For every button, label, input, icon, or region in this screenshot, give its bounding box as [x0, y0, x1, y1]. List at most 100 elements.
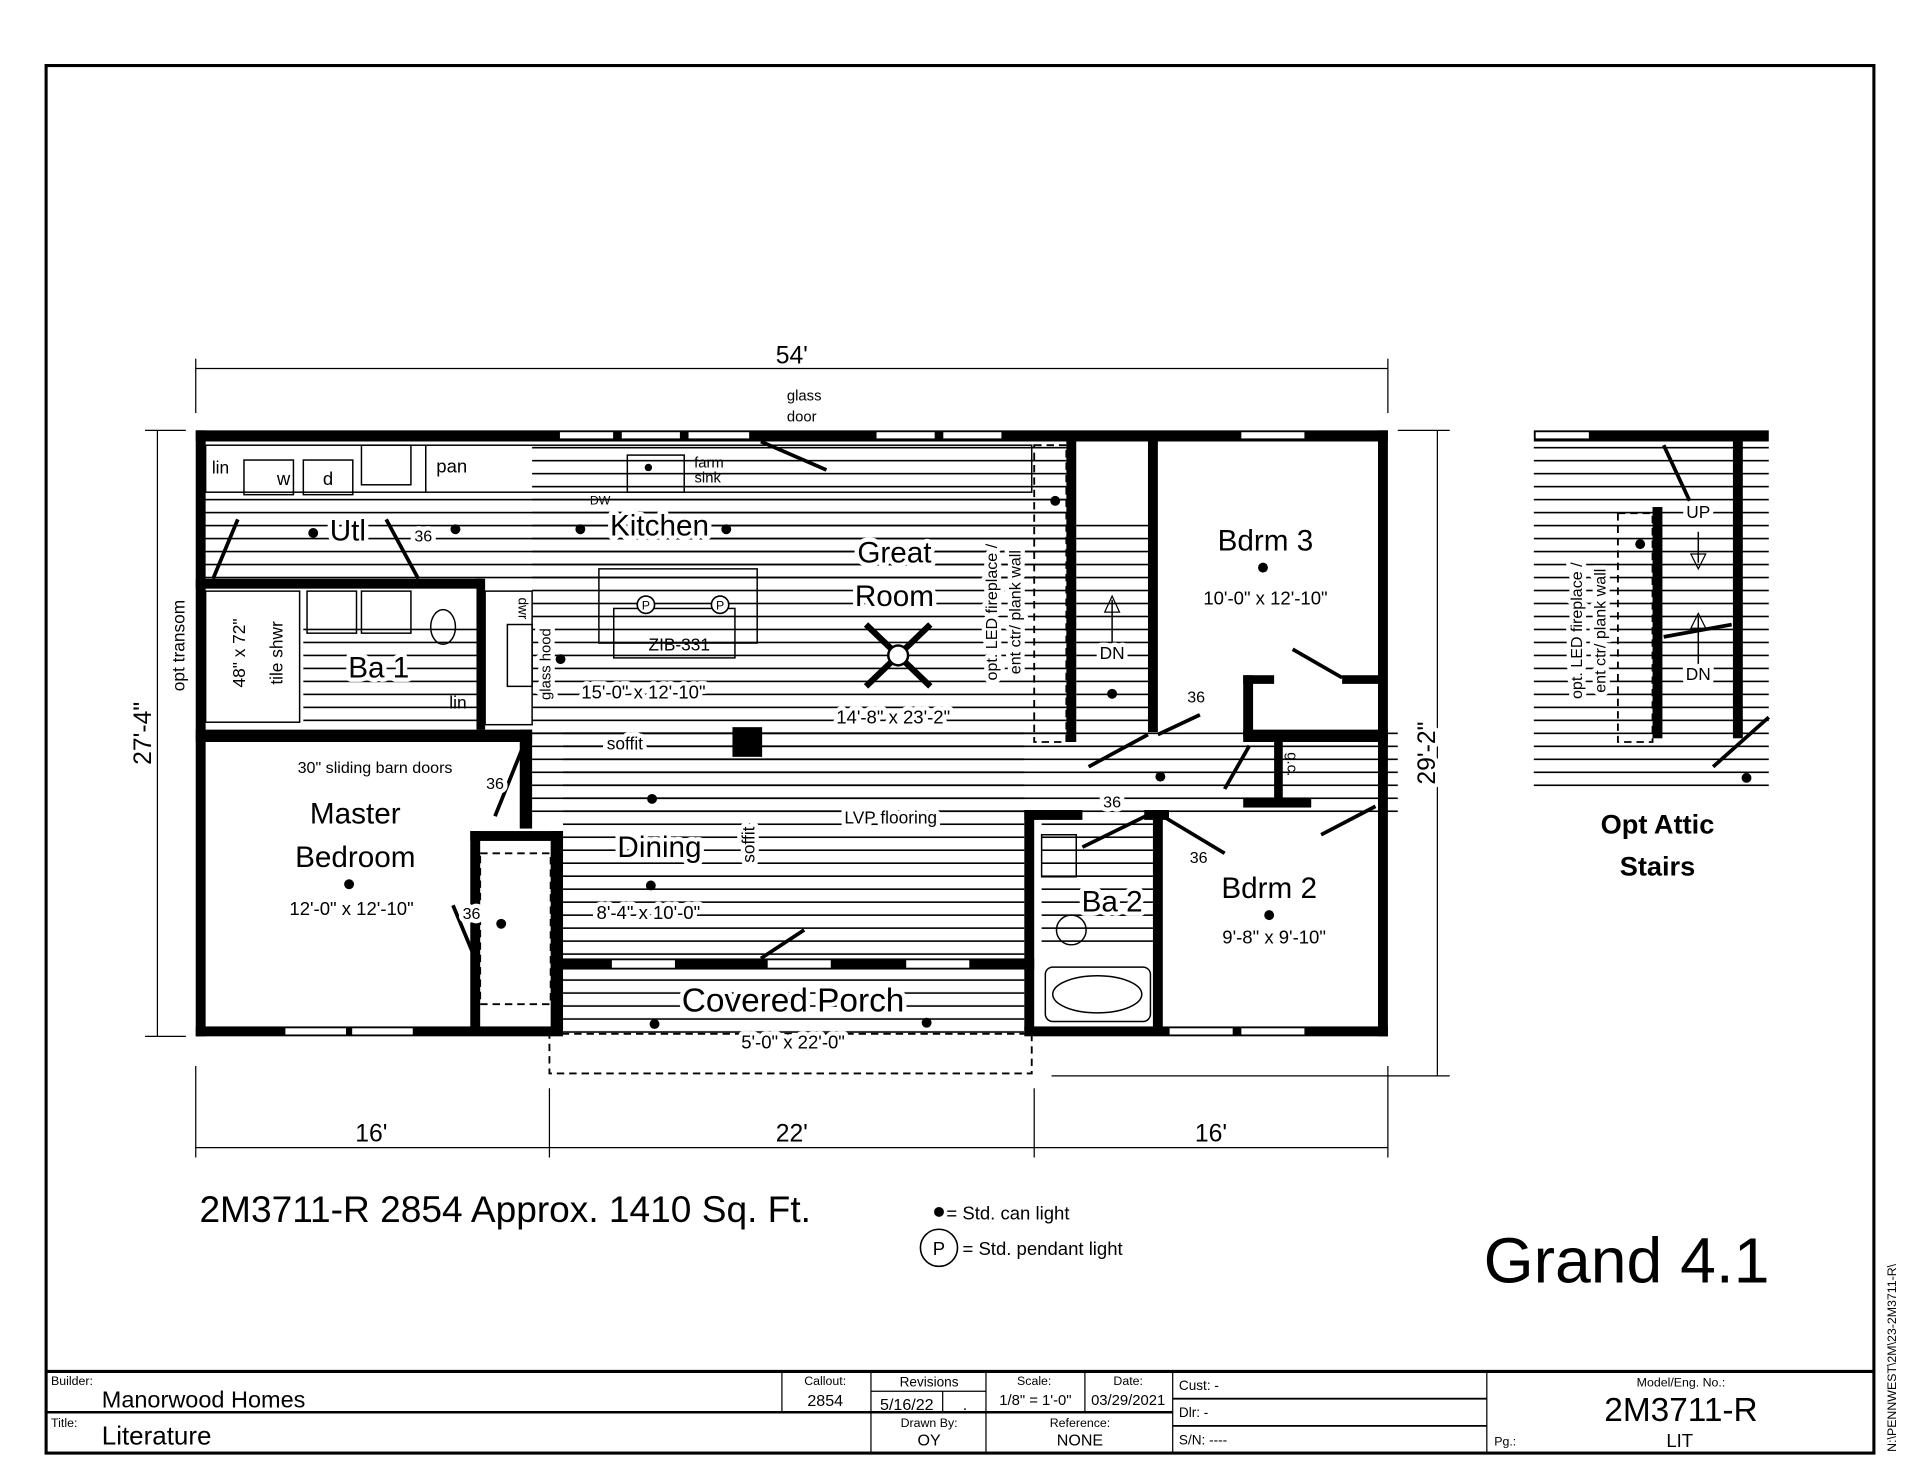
drawer-label: dwr — [516, 597, 531, 619]
can-light-legend-icon — [934, 1206, 944, 1217]
dim-bottom-right: 16' — [1195, 1120, 1227, 1147]
revision-value: 5/16/22 — [880, 1396, 934, 1414]
room-great-room: Great — [857, 537, 932, 570]
attic-fireplace-label: opt. LED fireplace / — [1568, 562, 1586, 699]
room-labels: Utl Kitchen 15'-0" x 12'-10" Great Room … — [285, 505, 1332, 1057]
lin-label: lin — [449, 693, 466, 713]
attic-dn-label: DN — [1686, 664, 1711, 684]
fireplace-label: ent ctr/ plank wall — [1007, 550, 1025, 674]
title-block: Builder: Manorwood Homes Title: Literatu… — [46, 1369, 1874, 1454]
dim-bottom-middle: 22' — [776, 1120, 808, 1147]
lvp-flooring-label: LVP flooring — [844, 808, 937, 828]
date-value: 03/29/2021 — [1091, 1393, 1165, 1409]
dryer-label: d — [323, 468, 333, 489]
title-value: Literature — [102, 1420, 212, 1450]
dim-bottom-left: 16' — [355, 1120, 387, 1147]
can-light-legend: = Std. can light — [946, 1202, 1070, 1223]
stairs-dn-label: DN — [1100, 643, 1125, 663]
room-master-bedroom: Bedroom — [295, 841, 415, 874]
fixtures — [204, 444, 1707, 1075]
room-ba2: Ba 2 — [1082, 885, 1143, 918]
shower-label: 48" x 72" — [229, 618, 249, 687]
shower-label: tile shwr — [266, 621, 286, 685]
builder-label: Builder: — [51, 1374, 93, 1388]
kitchen-size: 15'-0" x 12'-10" — [581, 682, 705, 703]
can-light-icons — [308, 495, 1752, 1029]
gc-label: g.c. — [1284, 752, 1300, 776]
great-room-size: 14'-8" x 23'-2" — [836, 706, 950, 727]
pendant-light-legend-icon — [919, 1228, 959, 1268]
soffit-label: soffit — [607, 733, 643, 753]
opt-attic-stairs: UP DN opt. LED fireplace / ent ctr/ plan… — [1564, 498, 1715, 882]
bdrm2-size: 9'-8" x 9'-10" — [1222, 927, 1326, 948]
room-master-bedroom: Master — [310, 798, 401, 831]
lin-label: lin — [212, 458, 229, 478]
pendant-light-icons: P P — [636, 595, 730, 615]
room-kitchen: Kitchen — [610, 509, 709, 542]
dlr-field: Dlr: - — [1179, 1405, 1208, 1420]
revisions-label: Revisions — [900, 1374, 959, 1389]
dim-depth-right: 29'-2" — [1414, 722, 1441, 785]
reference-label: Reference: — [1050, 1416, 1110, 1430]
model-label: Model/Eng. No.: — [1637, 1375, 1726, 1389]
door-swings — [211, 439, 1771, 966]
dim-overall-width: 54' — [776, 343, 808, 370]
bdrm3-size: 10'-0" x 12'-10" — [1203, 588, 1327, 609]
farm-sink-label: sink — [695, 470, 722, 486]
glass-door-label: door — [787, 410, 817, 426]
farm-sink-label: farm — [694, 455, 724, 471]
callout-value: 2854 — [807, 1392, 843, 1410]
model-value: 2M3711-R — [1604, 1392, 1757, 1429]
callout-label: Callout: — [804, 1374, 846, 1388]
room-ba1: Ba 1 — [348, 652, 409, 685]
door-size-label: 36 — [1190, 849, 1208, 867]
washer-label: w — [276, 468, 291, 489]
revision-value-2: . — [963, 1396, 967, 1414]
attic-title: Opt Attic — [1601, 809, 1715, 840]
fireplace-label: opt. LED fireplace / — [983, 543, 1001, 680]
island-label: ZIB-331 — [649, 634, 711, 654]
scale-value: 1/8" = 1'-0" — [999, 1393, 1071, 1409]
date-label: Date: — [1113, 1374, 1143, 1388]
door-size-label: 36 — [1187, 688, 1205, 706]
model-name: Grand 4.1 — [1484, 1224, 1770, 1296]
pendant-label: P — [642, 599, 650, 613]
pantry-label: pan — [436, 455, 467, 476]
pendant-label: P — [716, 599, 724, 613]
room-utl: Utl — [330, 514, 366, 547]
sheet-border — [44, 63, 1876, 1455]
dim-depth-left: 27'-4" — [130, 702, 157, 765]
pendant-light-legend: = Std. pendant light — [962, 1238, 1123, 1259]
barn-doors-label: 30" sliding barn doors — [298, 759, 453, 777]
drawn-by-label: Drawn By: — [901, 1416, 958, 1430]
room-great-room: Room — [855, 580, 934, 613]
attic-fireplace-label: ent ctr/ plank wall — [1592, 569, 1610, 693]
glass-hood-label: glass hood — [539, 628, 555, 700]
cust-field: Cust: - — [1179, 1378, 1219, 1393]
scale-label: Scale: — [1017, 1374, 1051, 1388]
windows — [284, 430, 1591, 1036]
file-path: N:\PENNWEST\2M\23-2M3711-R\ — [1885, 1263, 1899, 1452]
room-bdrm3: Bdrm 3 — [1218, 524, 1314, 557]
drawn-by-value: OY — [917, 1432, 940, 1450]
door-size-label: 36 — [486, 775, 504, 793]
plan-summary: 2M3711-R 2854 Approx. 1410 Sq. Ft. — [199, 1188, 810, 1230]
glass-door-label: glass — [787, 389, 822, 405]
door-size-label: 36 — [463, 905, 481, 923]
attic-up-label: UP — [1686, 502, 1710, 522]
pendant-legend-symbol: P — [933, 1238, 945, 1259]
pg-value: LIT — [1666, 1430, 1693, 1451]
room-covered-porch: Covered Porch — [682, 983, 905, 1020]
soffit-vertical-label: soffit — [739, 826, 759, 862]
title-label: Title: — [51, 1416, 77, 1430]
attic-title: Stairs — [1620, 851, 1696, 882]
reference-value: NONE — [1057, 1432, 1104, 1450]
dishwasher-label: DW — [590, 494, 611, 508]
sn-field: S/N: ---- — [1179, 1432, 1227, 1447]
porch-size: 5'-0" x 22'-0" — [741, 1032, 845, 1053]
door-size-label: 36 — [414, 528, 432, 546]
pg-label: Pg.: — [1494, 1435, 1516, 1449]
ceiling-fan-icon — [863, 622, 933, 689]
opt-transom-label: opt transom — [169, 600, 189, 691]
